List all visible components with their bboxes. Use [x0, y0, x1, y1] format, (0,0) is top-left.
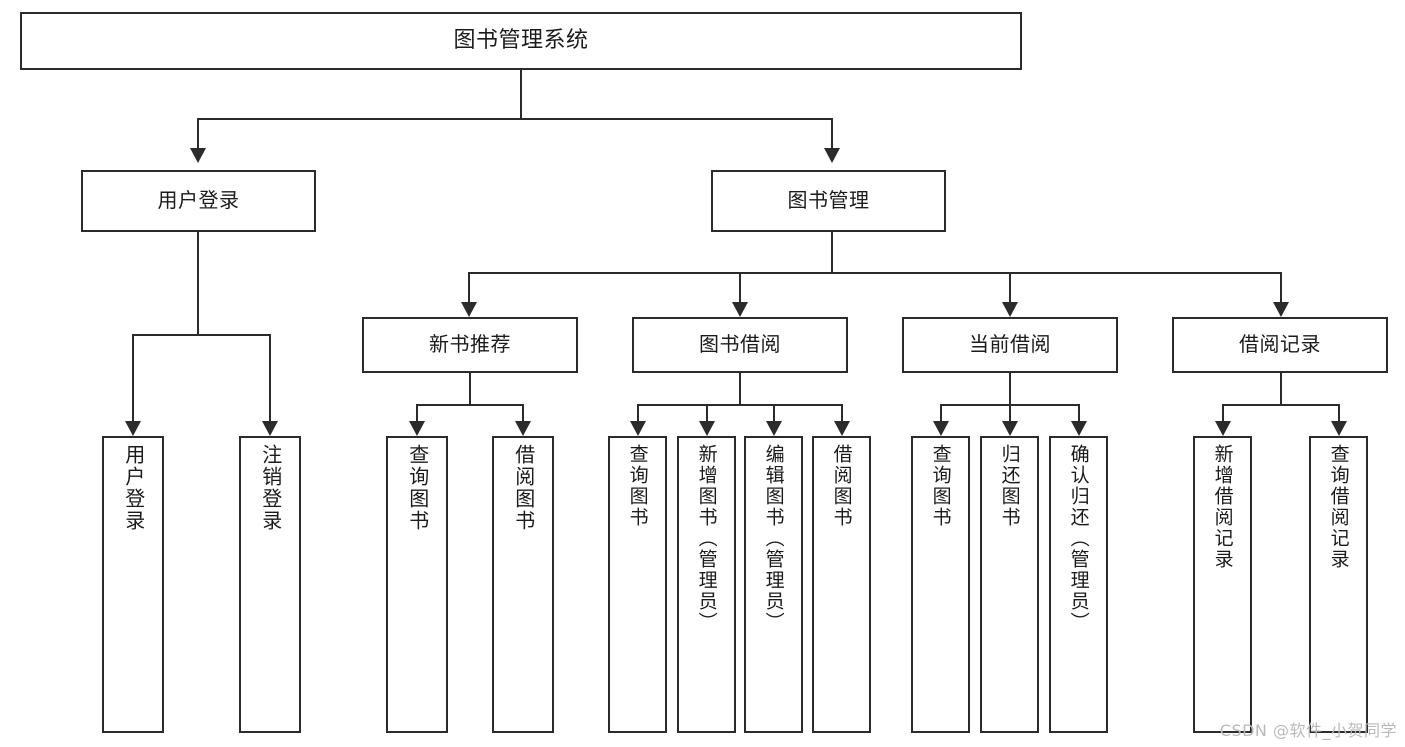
arrowhead-bb-leaf-4	[834, 421, 850, 436]
node-label: 图书管理系统	[453, 28, 589, 54]
arrowhead-cb-leaf-3	[1071, 421, 1087, 436]
connector-bb-drop-2	[706, 404, 708, 421]
connector-book-borrow-stem	[739, 373, 741, 406]
connector-book-borrow-bus	[637, 404, 843, 406]
node-label: 查询借阅记录	[1327, 444, 1350, 570]
node-leaf-add-record[interactable]: 新增借阅记录	[1193, 436, 1252, 733]
node-leaf-borrow-book-1[interactable]: 借阅图书	[492, 436, 554, 733]
arrowhead-borrow-record	[1273, 302, 1289, 317]
connector-borrow-record-stem	[1280, 373, 1282, 406]
connector-bb-drop-4	[841, 404, 843, 421]
arrowhead-book-borrow	[732, 302, 748, 317]
arrowhead-cb-leaf-2	[1002, 421, 1018, 436]
connector-root-to-book-management	[831, 118, 833, 148]
connector-new-book-recommend-stem	[469, 373, 471, 406]
node-leaf-query-record[interactable]: 查询借阅记录	[1309, 436, 1368, 733]
node-leaf-query-book-2[interactable]: 查询图书	[608, 436, 667, 733]
connector-br-drop-1	[1222, 404, 1224, 421]
connector-new-book-recommend-bus	[416, 404, 524, 406]
connector-cb-drop-3	[1078, 404, 1080, 421]
connector-to-borrow-record	[1280, 272, 1282, 302]
node-leaf-user-login[interactable]: 用户登录	[102, 436, 164, 733]
connector-borrow-record-bus	[1222, 404, 1340, 406]
node-leaf-borrow-book-2[interactable]: 借阅图书	[812, 436, 871, 733]
connector-to-current-borrow	[1009, 272, 1011, 302]
connector-bb-drop-3	[773, 404, 775, 421]
node-book-management[interactable]: 图书管理	[711, 170, 946, 232]
arrowhead-user-login-leaf-1	[125, 421, 141, 436]
connector-nbr-drop-1	[416, 404, 418, 421]
arrowhead-br-leaf-1	[1215, 421, 1231, 436]
node-label: 归还图书	[998, 444, 1021, 528]
arrowhead-nbr-leaf-2	[515, 421, 531, 436]
node-label: 注销登录	[258, 444, 283, 532]
arrowhead-bb-leaf-3	[766, 421, 782, 436]
arrowhead-root-to-user-login	[190, 148, 206, 163]
node-label: 新增借阅记录	[1211, 444, 1234, 570]
node-leaf-return-book[interactable]: 归还图书	[980, 436, 1039, 733]
node-root-book-management-system[interactable]: 图书管理系统	[20, 12, 1022, 70]
arrowhead-bb-leaf-1	[630, 421, 646, 436]
arrowhead-nbr-leaf-1	[409, 421, 425, 436]
node-label: 当前借阅	[969, 332, 1051, 357]
node-new-book-recommend[interactable]: 新书推荐	[362, 317, 578, 373]
node-borrow-record[interactable]: 借阅记录	[1172, 317, 1388, 373]
node-label: 用户登录	[121, 444, 146, 532]
connector-book-management-stem	[831, 232, 833, 274]
node-leaf-query-book-3[interactable]: 查询图书	[911, 436, 970, 733]
connector-to-book-borrow	[739, 272, 741, 302]
node-leaf-confirm-return[interactable]: 确认归还（管理员）	[1049, 436, 1108, 733]
node-label: 借阅图书	[511, 444, 536, 532]
node-label: 确认归还（管理员）	[1067, 444, 1090, 633]
connector-root-to-user-login	[197, 118, 199, 148]
connector-cb-drop-2	[1009, 404, 1011, 421]
watermark-text: CSDN @软件_小贺同学	[1219, 721, 1397, 740]
connector-root-bus	[197, 118, 833, 120]
node-label: 查询图书	[929, 444, 952, 528]
connector-to-new-book-recommend	[468, 272, 470, 302]
connector-user-login-stem	[197, 232, 199, 334]
node-label: 新书推荐	[429, 332, 511, 357]
arrowhead-user-login-leaf-2	[262, 421, 278, 436]
connector-cb-drop-1	[940, 404, 942, 421]
connector-nbr-drop-2	[522, 404, 524, 421]
node-label: 查询图书	[405, 444, 430, 532]
node-label: 用户登录	[157, 188, 240, 213]
node-label: 查询图书	[626, 444, 649, 528]
connector-current-borrow-stem	[1009, 373, 1011, 406]
node-leaf-query-book-1[interactable]: 查询图书	[386, 436, 448, 733]
node-leaf-edit-book[interactable]: 编辑图书（管理员）	[744, 436, 803, 733]
node-label: 图书管理	[787, 188, 870, 213]
node-label: 新增图书（管理员）	[695, 444, 718, 633]
node-current-borrow[interactable]: 当前借阅	[902, 317, 1118, 373]
connector-user-login-left-drop	[132, 334, 134, 421]
connector-user-login-right-drop	[269, 334, 271, 421]
arrowhead-root-to-book-management	[824, 148, 840, 163]
connector-root-stem	[520, 70, 522, 120]
node-label: 借阅记录	[1239, 332, 1321, 357]
arrowhead-current-borrow	[1002, 302, 1018, 317]
node-user-login[interactable]: 用户登录	[81, 170, 316, 232]
connector-br-drop-2	[1338, 404, 1340, 421]
node-label: 借阅图书	[830, 444, 853, 528]
connector-bb-drop-1	[637, 404, 639, 421]
connector-user-login-bus	[132, 334, 270, 336]
node-book-borrow[interactable]: 图书借阅	[632, 317, 848, 373]
node-label: 编辑图书（管理员）	[762, 444, 785, 633]
connector-book-management-bus	[468, 272, 1282, 274]
node-leaf-logout-login[interactable]: 注销登录	[239, 436, 301, 733]
node-leaf-add-book[interactable]: 新增图书（管理员）	[677, 436, 736, 733]
node-label: 图书借阅	[699, 332, 781, 357]
arrowhead-bb-leaf-2	[699, 421, 715, 436]
arrowhead-new-book-recommend	[461, 302, 477, 317]
arrowhead-br-leaf-2	[1331, 421, 1347, 436]
arrowhead-cb-leaf-1	[933, 421, 949, 436]
